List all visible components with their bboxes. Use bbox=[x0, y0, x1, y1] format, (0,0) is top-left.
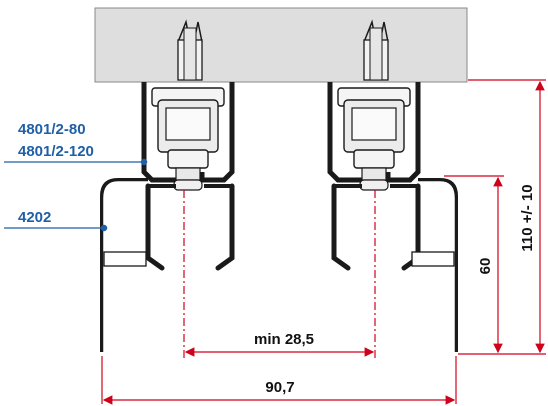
right-trolley bbox=[337, 87, 411, 191]
dimension-lines bbox=[101, 79, 546, 405]
left-profile bbox=[145, 183, 235, 271]
left-curtain-rail bbox=[100, 178, 148, 352]
ceiling bbox=[94, 7, 468, 83]
left-anchor bbox=[177, 19, 203, 81]
total-height-label: 110 +/- 10 bbox=[519, 184, 536, 251]
part-label-4801-80: 4801/2-80 bbox=[18, 121, 86, 138]
left-trolley bbox=[151, 87, 225, 191]
part-label-4801-120: 4801/2-120 bbox=[18, 143, 94, 160]
right-rail-hooks bbox=[411, 251, 455, 267]
right-track-assembly bbox=[327, 19, 458, 352]
total-width-label: 90,7 bbox=[265, 379, 294, 396]
left-track-assembly bbox=[100, 19, 235, 352]
left-rail-hooks bbox=[103, 251, 147, 267]
part-leaders bbox=[4, 158, 148, 232]
right-profile bbox=[331, 183, 421, 271]
center-distance-label: min 28,5 bbox=[254, 331, 314, 348]
right-anchor bbox=[363, 19, 389, 81]
profile-height-label: 60 bbox=[477, 258, 494, 275]
right-curtain-rail bbox=[418, 178, 458, 352]
part-label-4202: 4202 bbox=[18, 209, 51, 226]
